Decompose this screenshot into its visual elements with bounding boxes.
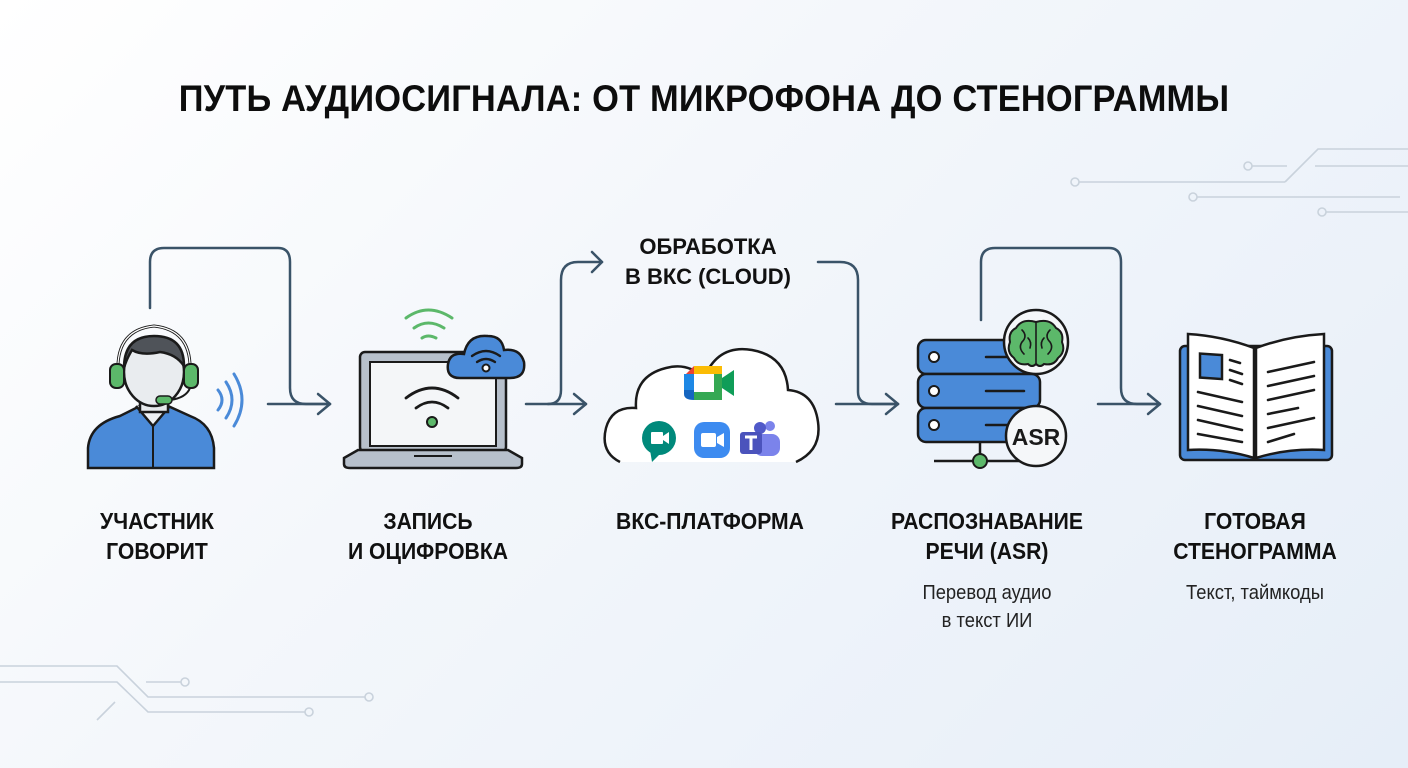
google-meet-logo (684, 366, 734, 400)
step-label-asr: РАСПОЗНАВАНИЕ РЕЧИ (ASR) (891, 508, 1083, 564)
ai-brain-icon (1002, 308, 1070, 376)
open-book-icon (1178, 332, 1334, 462)
zoom-logo (694, 422, 730, 458)
svg-text:ASR: ASR (1012, 424, 1061, 450)
cloud-processing-label: ОБРАБОТКА В ВКС (CLOUD) (625, 234, 791, 289)
step-label-platform: ВКС-ПЛАТФОРМА (616, 508, 804, 534)
cloud-platforms-icon (603, 347, 820, 464)
page-title: ПУТЬ АУДИОСИГНАЛА: ОТ МИКРОФОНА ДО СТЕНО… (178, 78, 1230, 119)
person-headset-icon (86, 324, 244, 470)
step-label-transcript: ГОТОВАЯ СТЕНОГРАММА (1173, 508, 1337, 564)
step-label-participant: УЧАСТНИК ГОВОРИТ (100, 508, 214, 564)
teams-logo (740, 421, 780, 456)
server-ai-icon: ASR (916, 308, 1070, 469)
step-label-recording: ЗАПИСЬ И ОЦИФРОВКА (347, 508, 509, 564)
asr-badge: ASR (1004, 404, 1068, 468)
step-desc-transcript: Текст, таймкоды (1186, 582, 1324, 604)
flow-arrow-1 (148, 246, 332, 406)
step-desc-asr: Перевод аудио в текст ИИ (922, 582, 1052, 632)
laptop-wifi-cloud-icon (342, 308, 526, 470)
hangouts-meet-logo (642, 421, 676, 462)
